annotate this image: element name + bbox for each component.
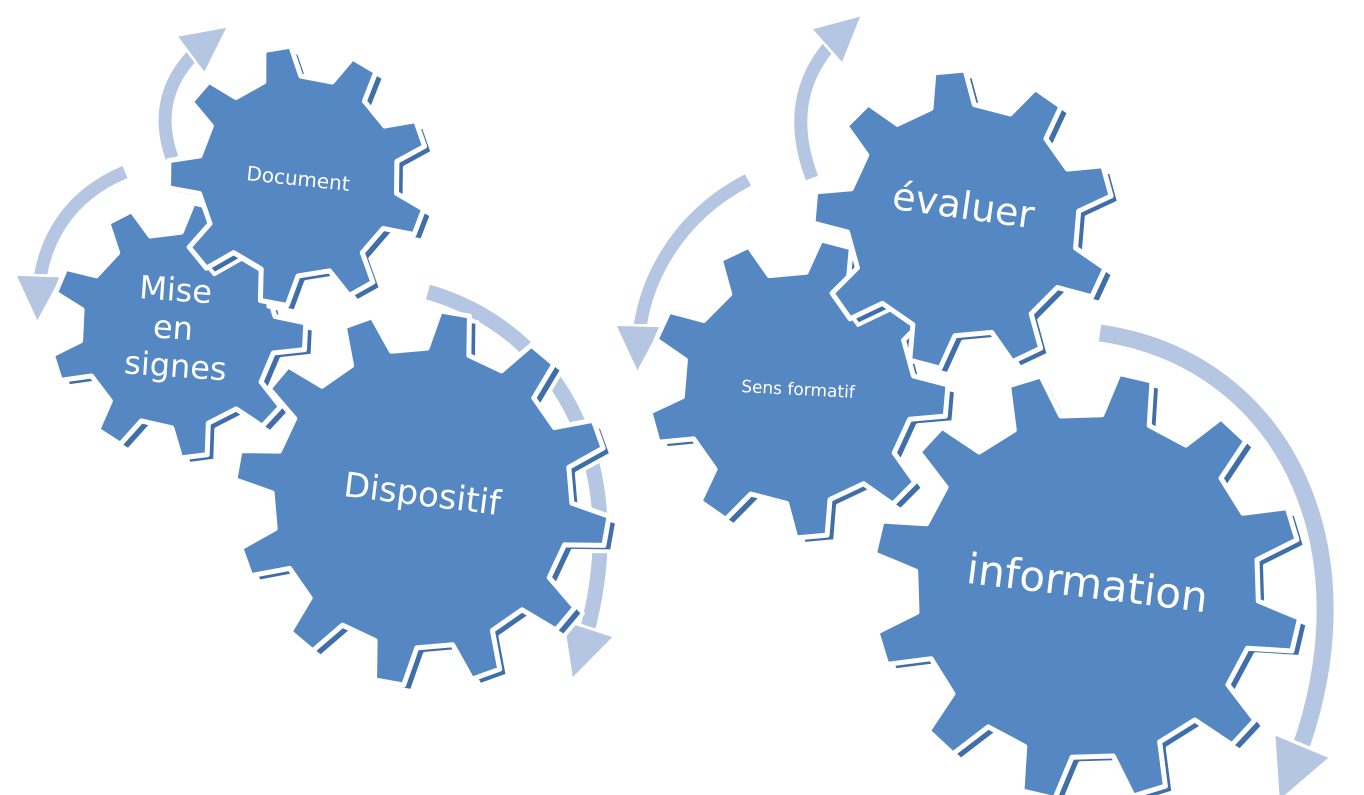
gear-evaluer: évaluer [810, 67, 1122, 377]
gear-mise-label: Mise en signes [123, 268, 233, 389]
curved-arrow-dispositif [425, 284, 600, 655]
gear-information-body [871, 370, 1303, 795]
gear-dispositif: Dispositif [232, 308, 620, 694]
gear-mise-label-line-2: en [152, 307, 195, 348]
gear-document: Document [166, 43, 435, 314]
gear-dispositif-body [232, 308, 612, 688]
gear-information: information [871, 370, 1310, 795]
gear-document-body [166, 43, 428, 308]
gear-mise-label-line-1: Mise [138, 268, 213, 311]
gear-evaluer-body [810, 67, 1114, 371]
curved-arrow-mise [38, 166, 128, 300]
curved-arrow-information [1098, 324, 1325, 775]
arrows-layer [38, 30, 1325, 775]
gear-mise-label-line-3: signes [123, 343, 228, 388]
curved-arrow-evaluer [794, 30, 845, 181]
curved-arrow-sens [638, 174, 751, 350]
curved-arrow-document [158, 40, 210, 161]
gear-sens-formatif: Sens formatif [647, 237, 958, 546]
